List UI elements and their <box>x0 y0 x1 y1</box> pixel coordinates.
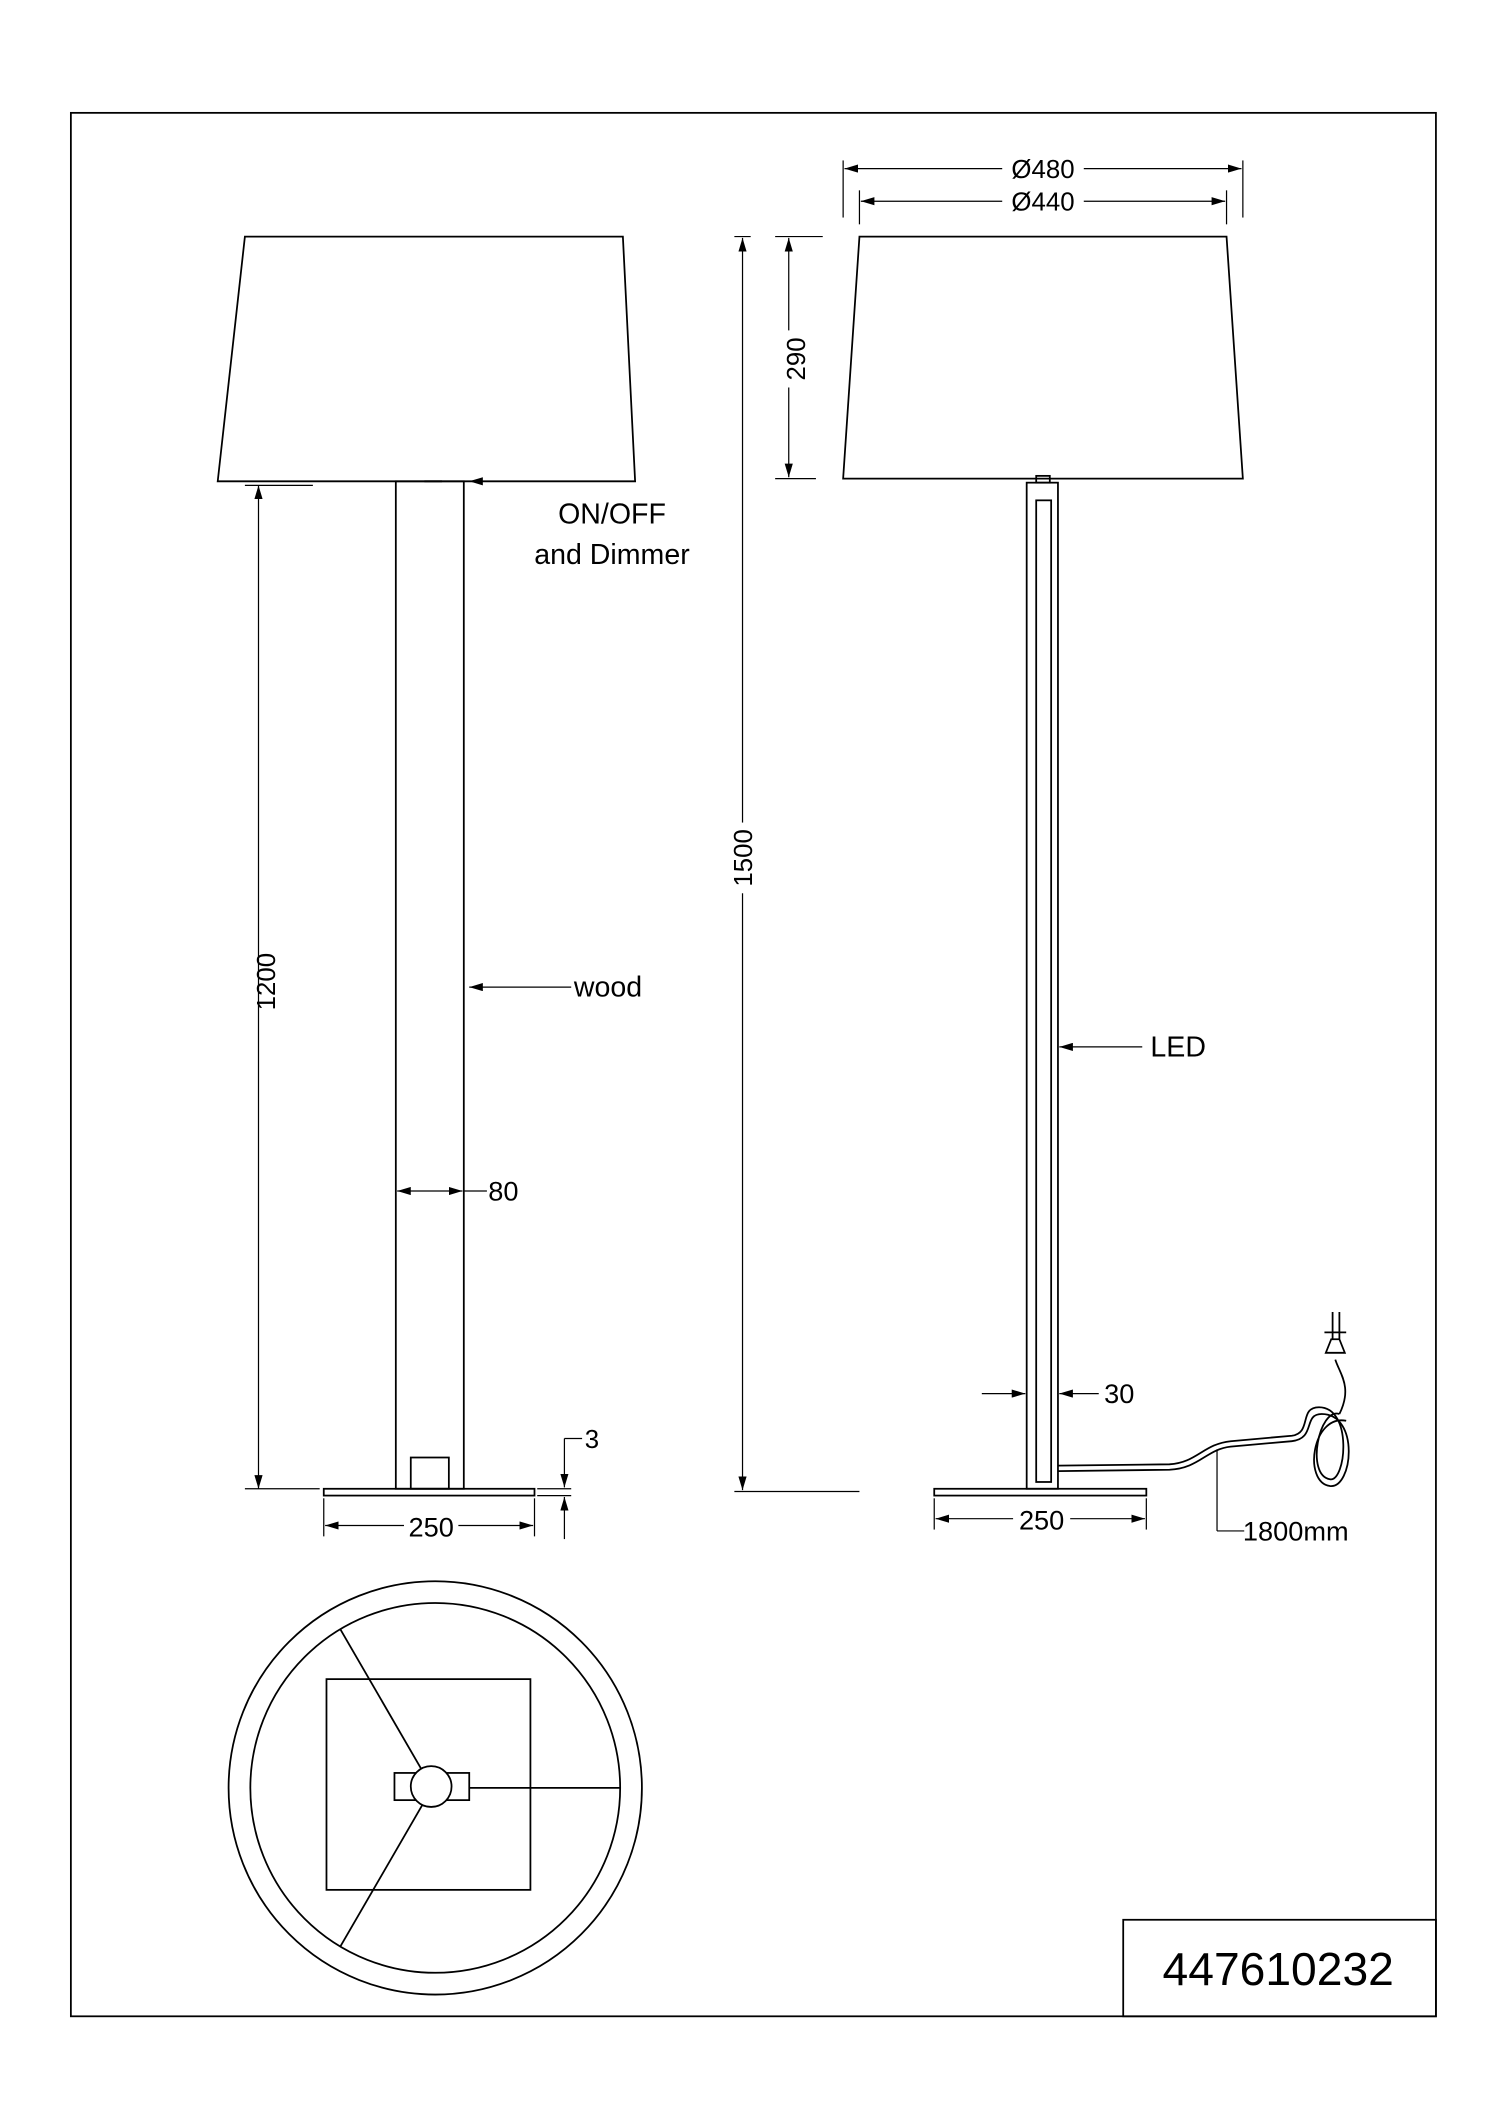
total-height-dim: 1500 <box>730 829 758 886</box>
base-thickness-dim: 3 <box>585 1426 599 1454</box>
led-width-dim: 30 <box>1104 1378 1134 1409</box>
pole-height-dim: 1200 <box>253 953 281 1010</box>
shade-outer-ring <box>227 1580 643 1996</box>
drawing-border <box>69 111 1437 2018</box>
shade-outer-diameter-dim: Ø480 <box>1011 156 1074 184</box>
side-view: Ø480 Ø440 290 1500 LED 30 250 <box>728 154 1350 1546</box>
shade-inner-diameter-dim: Ø440 <box>1011 189 1074 217</box>
product-number: 447610232 <box>1163 1943 1394 1995</box>
top-view <box>227 1580 643 1996</box>
cable-length-dim: 1800mm <box>1243 1515 1349 1546</box>
power-cable <box>1057 1312 1350 1487</box>
lamp-shade-front <box>216 235 637 483</box>
led-pole <box>1025 481 1059 1490</box>
switch-label-line2: and Dimmer <box>534 539 690 571</box>
shade-height-dim: 290 <box>783 337 811 380</box>
title-block <box>1122 1918 1437 2018</box>
switch-box <box>409 1456 450 1490</box>
front-view: ON/OFF and Dimmer wood 1200 80 3 250 <box>216 235 690 1542</box>
wooden-pole <box>394 480 465 1490</box>
plug-icon <box>1324 1312 1347 1354</box>
base-plate-side <box>933 1487 1148 1497</box>
led-label: LED <box>1150 1031 1206 1063</box>
pole-width-dim: 80 <box>488 1176 518 1207</box>
base-width-side-dim: 250 <box>1019 1505 1064 1536</box>
socket <box>409 1765 453 1808</box>
base-square <box>325 1678 532 1891</box>
led-strip <box>1035 499 1053 1483</box>
base-plate-front <box>322 1487 536 1497</box>
lamp-shade-side <box>842 235 1244 480</box>
wood-label: wood <box>573 972 642 1004</box>
switch-label-line1: ON/OFF <box>558 498 666 530</box>
base-width-front-dim: 250 <box>408 1511 453 1542</box>
